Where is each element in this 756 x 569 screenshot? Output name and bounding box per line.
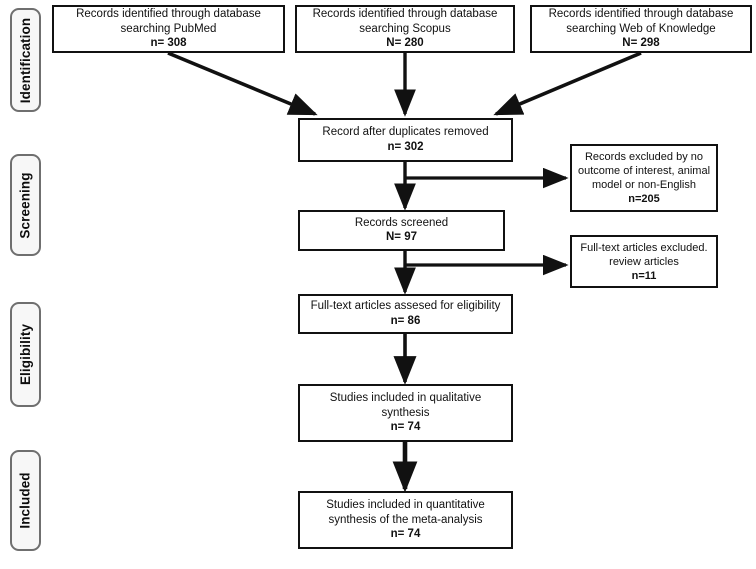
node-duplicates-removed-count: n= 302 <box>387 140 424 153</box>
node-qualitative-synthesis-line1: Studies included in qualitative <box>329 392 482 404</box>
node-quantitative-synthesis-count: n= 74 <box>390 528 421 540</box>
node-records-scopus-count: N= 280 <box>386 37 424 49</box>
node-records-pubmed: Records identified through database sear… <box>52 5 285 53</box>
node-quantitative-synthesis-line2: synthesis of the meta-analysis <box>328 513 483 526</box>
node-records-excluded-count: n=205 <box>628 193 660 205</box>
node-fulltext-excluded: Full-text articles excluded. review arti… <box>570 235 718 288</box>
node-records-web-of-knowledge-line2: searching Web of Knowledge <box>566 22 716 35</box>
node-records-scopus: Records identified through database sear… <box>295 5 515 53</box>
node-records-screened: Records screened N= 97 <box>298 210 505 251</box>
node-qualitative-synthesis: Studies included in qualitative synthesi… <box>298 384 513 442</box>
node-records-pubmed-line1: Records identified through database <box>76 8 261 20</box>
node-quantitative-synthesis-line1: Studies included in quantitative <box>326 499 485 511</box>
node-records-excluded-line2: outcome of interest, animal <box>577 165 711 177</box>
node-records-web-of-knowledge-count: N= 298 <box>622 37 660 49</box>
node-fulltext-excluded-line2: review articles <box>609 255 679 268</box>
node-records-scopus-line1: Records identified through database <box>312 8 498 20</box>
stage-tab-eligibility-label: Eligibility <box>18 323 34 386</box>
node-fulltext-assessed: Full-text articles assesed for eligibili… <box>298 294 513 334</box>
node-records-screened-count: N= 97 <box>385 231 417 244</box>
edge-pubmed-to-dedup <box>167 51 318 116</box>
node-records-scopus-line2: searching Scopus <box>359 22 451 35</box>
node-fulltext-assessed-line1: Full-text articles assesed for eligibili… <box>310 300 501 313</box>
node-duplicates-removed-line1: Record after duplicates removed <box>322 126 489 139</box>
stage-tab-included: Included <box>10 450 41 551</box>
node-records-pubmed-line2: searching PubMed <box>120 22 217 35</box>
node-qualitative-synthesis-line2: synthesis <box>381 406 430 419</box>
node-quantitative-synthesis: Studies included in quantitative synthes… <box>298 491 513 549</box>
stage-tab-eligibility: Eligibility <box>10 302 41 407</box>
stage-tab-identification: Identification <box>10 8 41 112</box>
stage-tab-screening: Screening <box>10 154 41 256</box>
node-records-excluded-line3: model or non-English <box>592 179 696 191</box>
node-records-screened-line1: Records screened <box>354 216 449 229</box>
node-duplicates-removed: Record after duplicates removed n= 302 <box>298 118 513 162</box>
stage-tab-identification-label: Identification <box>18 17 33 103</box>
node-fulltext-excluded-count: n=11 <box>631 269 657 282</box>
node-fulltext-assessed-count: n= 86 <box>390 314 421 327</box>
node-records-pubmed-count: n= 308 <box>150 37 187 49</box>
node-qualitative-synthesis-count: n= 74 <box>390 421 421 433</box>
node-records-web-of-knowledge: Records identified through database sear… <box>530 5 752 53</box>
stage-tab-screening-label: Screening <box>18 171 33 239</box>
node-records-excluded-line1: Records excluded by no <box>584 151 703 163</box>
node-fulltext-excluded-line1: Full-text articles excluded. <box>580 241 708 254</box>
node-records-excluded: Records excluded by no outcome of intere… <box>570 144 718 212</box>
edge-wok-to-dedup <box>493 51 642 116</box>
stage-tab-included-label: Included <box>18 472 33 529</box>
node-records-web-of-knowledge-line1: Records identified through database <box>548 8 734 20</box>
